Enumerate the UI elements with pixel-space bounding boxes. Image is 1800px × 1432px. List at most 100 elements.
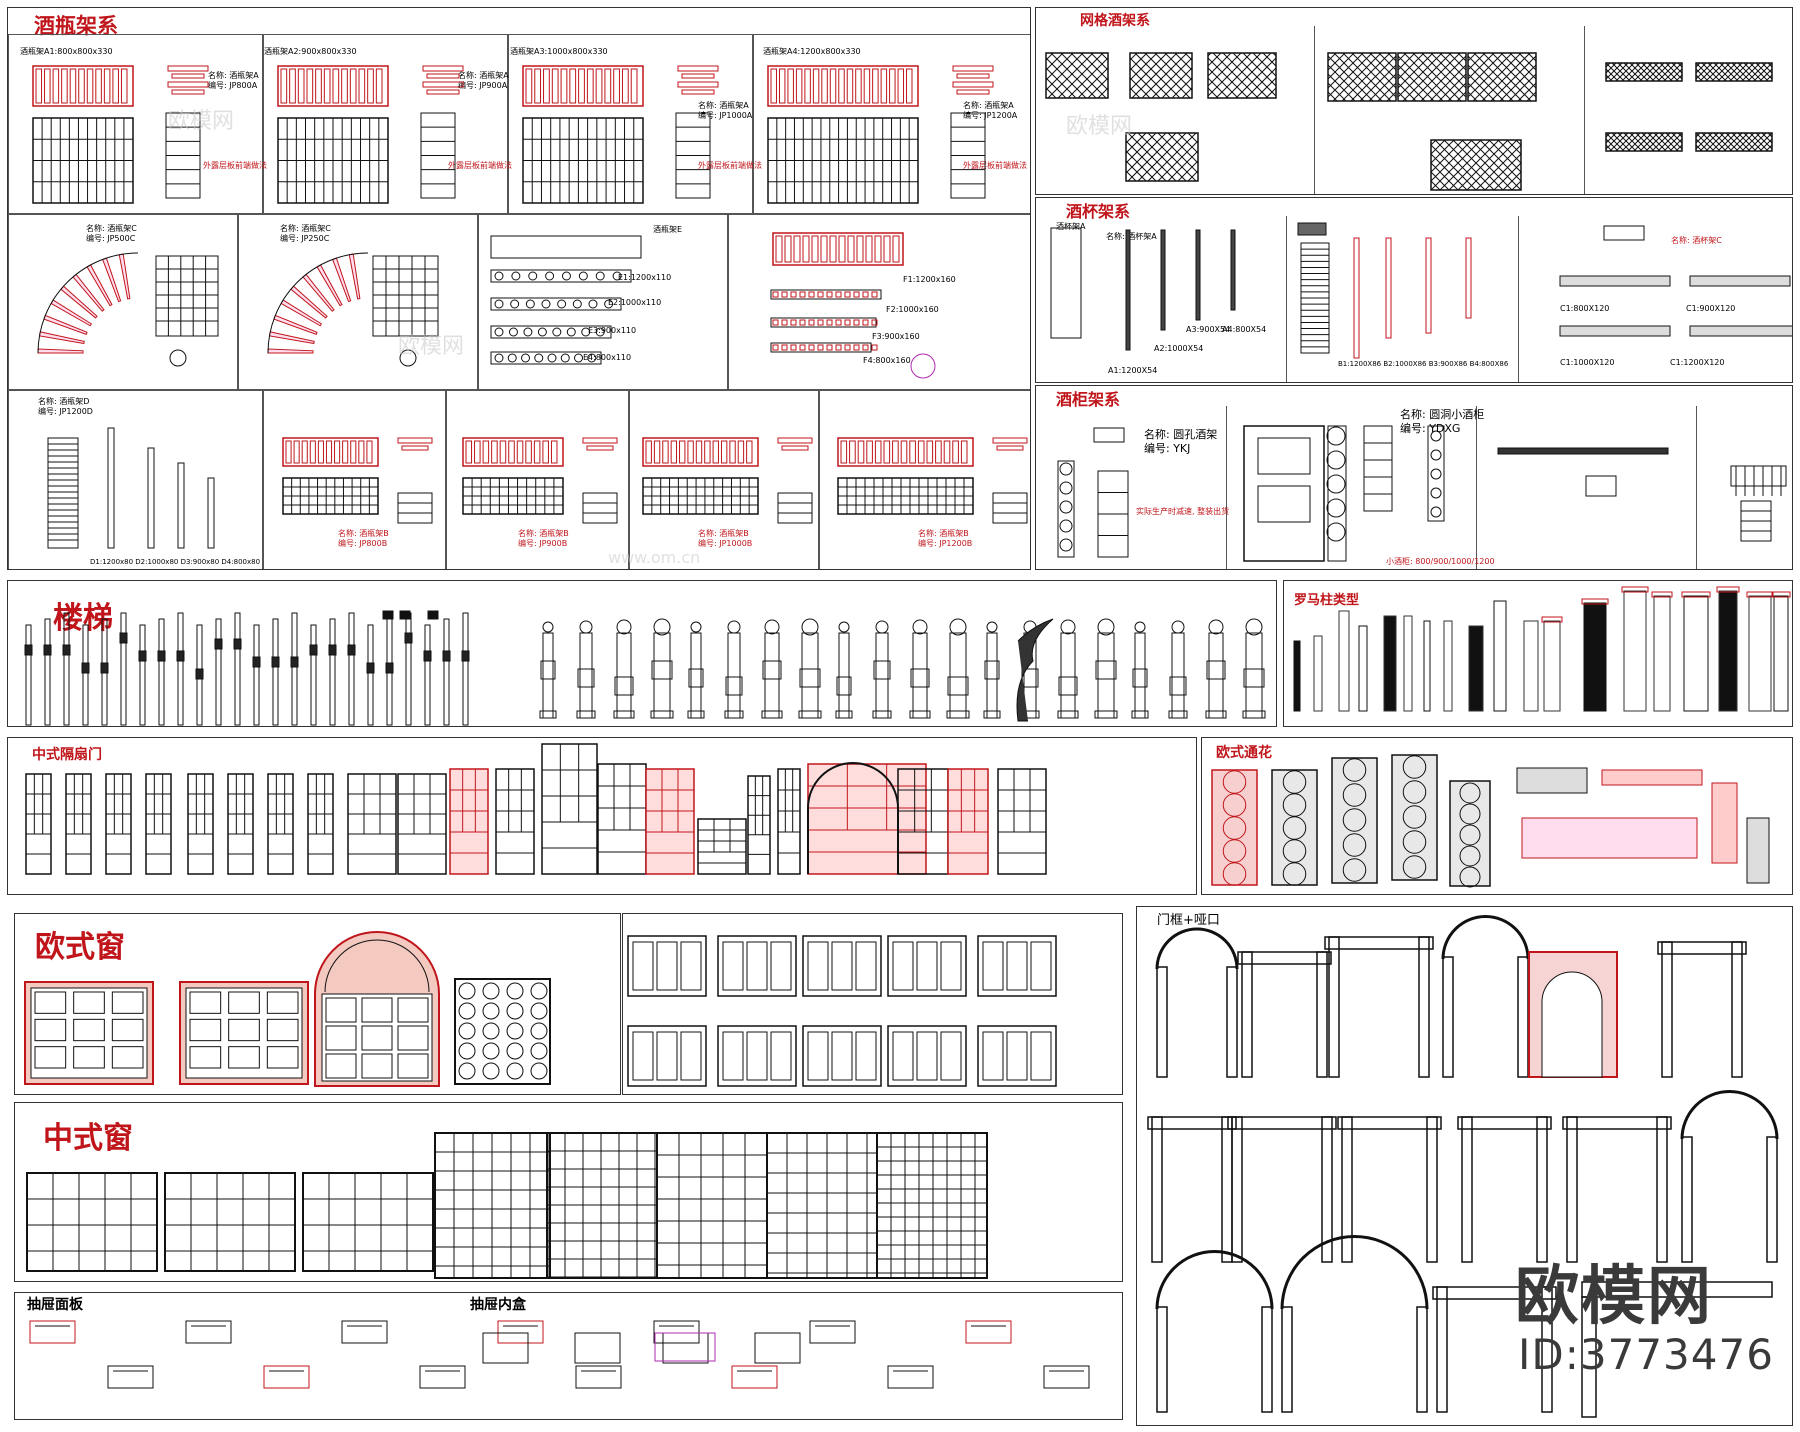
door-frame-arch — [1155, 1250, 1274, 1310]
lattice-line — [1047, 52, 1094, 99]
lattice-line — [1207, 52, 1232, 77]
rack-f-box — [728, 214, 1030, 390]
lattice-line — [1397, 52, 1416, 71]
cabinet-ydxg-hole — [1326, 426, 1346, 446]
stair-newel-base — [576, 710, 596, 719]
rack-e-hole — [525, 299, 535, 309]
bottle-rack-b1-slat — [301, 440, 308, 464]
bottle-rack-b4-slat — [892, 440, 899, 464]
bottle-rack-a3-slat — [586, 68, 594, 104]
wall-panel-inset — [746, 1031, 768, 1081]
rack-e-hole — [510, 299, 520, 309]
stair-baluster-detail — [43, 644, 52, 656]
stair-newel-cap — [1097, 618, 1115, 636]
faint-watermark-3: www.om.cn — [608, 548, 701, 567]
lattice-line — [1397, 91, 1408, 102]
lattice-line — [1671, 132, 1683, 144]
euro-window-pane — [228, 1046, 260, 1069]
euro-arch-pane — [325, 1025, 357, 1051]
lattice-line — [1154, 52, 1193, 91]
lattice-line — [1627, 62, 1647, 82]
lattice-line — [1157, 132, 1199, 174]
euro-lattice-motif — [506, 1022, 524, 1040]
stair-baluster-detail — [176, 650, 185, 662]
label-cabinet-name-ykj: 名称: 圆孔酒架 — [1144, 428, 1218, 441]
lattice-line — [1699, 132, 1719, 152]
roman-columns-drawings — [1293, 586, 1791, 712]
euro-arch-pane — [361, 1053, 393, 1079]
roman-column-cap — [1581, 598, 1609, 605]
rack-b-ladder — [397, 492, 433, 524]
bottle-rack-a2-slat — [375, 68, 383, 104]
rack-e-hole — [561, 271, 571, 281]
rack-f-hole — [853, 344, 860, 351]
rack-f-slat — [865, 235, 873, 263]
lattice-line — [1369, 52, 1397, 80]
lattice-line — [1222, 52, 1269, 99]
bottle-rack-b4-slat — [960, 440, 968, 464]
rack-f-slat — [793, 235, 801, 263]
bottle-rack-b3-slat — [712, 440, 719, 464]
lattice-line — [1605, 132, 1611, 138]
euro-arch-pane — [397, 1025, 429, 1051]
label-code-b4: 编号: JP1200B — [918, 539, 973, 548]
stair-newel-bulb — [836, 676, 852, 696]
drawer-item — [575, 1365, 622, 1389]
lattice-line — [1629, 132, 1649, 152]
lattice-line — [1701, 62, 1721, 82]
stair-baluster — [424, 624, 431, 726]
label-code-a1: 编号: JP800A — [208, 81, 258, 90]
stair-baluster — [120, 612, 127, 726]
bottle-rack-b3-slat — [746, 440, 753, 464]
bottle-rack-b1-slat — [334, 440, 341, 464]
wall-panel-inset — [632, 941, 654, 991]
bottle-rail2-a4 — [952, 81, 994, 88]
lattice-line — [1470, 139, 1522, 191]
roman-column — [1583, 602, 1607, 712]
rack-b2-box — [446, 390, 629, 569]
bottle-rail-a4 — [952, 65, 994, 72]
lattice-line — [1467, 52, 1495, 80]
label-code-c2: 编号: JP250C — [280, 234, 330, 243]
rack-f-hole — [862, 344, 869, 351]
bottle-rack-a4-slat — [863, 68, 871, 104]
bottle-rack-a4-slat — [880, 68, 888, 104]
lattice-line — [1723, 132, 1743, 152]
chinese-window-frame — [876, 1132, 988, 1279]
lattice-line — [1663, 62, 1683, 82]
wall-panel-inset — [770, 941, 792, 991]
lattice-frame — [1695, 132, 1773, 152]
stair-newel — [653, 632, 671, 719]
fretwork-motif — [1342, 858, 1367, 882]
lattice-line — [1327, 91, 1338, 102]
rack-f-hole — [853, 291, 860, 298]
rack-e-hole — [560, 353, 570, 363]
stair-newel — [579, 632, 593, 719]
lattice-line — [1725, 62, 1745, 82]
stair-newel — [690, 632, 702, 719]
door-frame-post — [1221, 1116, 1233, 1263]
rack-f-slat — [784, 235, 792, 263]
lattice-line — [1350, 55, 1397, 102]
chinese-window-frame — [302, 1172, 434, 1272]
stair-newel-base — [1131, 710, 1149, 719]
door-frame-post — [1281, 1306, 1293, 1413]
lattice-line — [1677, 62, 1683, 68]
stair-newel-bulb — [540, 660, 556, 680]
label-f2: F2:1000x160 — [886, 305, 939, 314]
chinese-door — [449, 768, 489, 875]
stair-baluster-detail — [100, 662, 109, 674]
bottle-rack-b4-slat — [952, 440, 959, 464]
bottle-rack-a2-slat — [332, 68, 340, 104]
bottle-rack-b2-slat — [499, 440, 507, 464]
rack-f-slat — [874, 235, 882, 263]
lattice-line — [1695, 132, 1701, 138]
bottle-rack-a2-slat — [367, 68, 374, 104]
lattice-line — [1129, 52, 1168, 91]
bottle-rack-b3-slat — [729, 440, 736, 464]
door-frame-post — [1681, 1136, 1693, 1263]
roman-column — [1748, 595, 1772, 712]
roman-column — [1403, 615, 1413, 712]
label-a2: 酒瓶架A2:900x800x330 — [264, 47, 357, 56]
stair-newel-bulb — [947, 676, 969, 696]
